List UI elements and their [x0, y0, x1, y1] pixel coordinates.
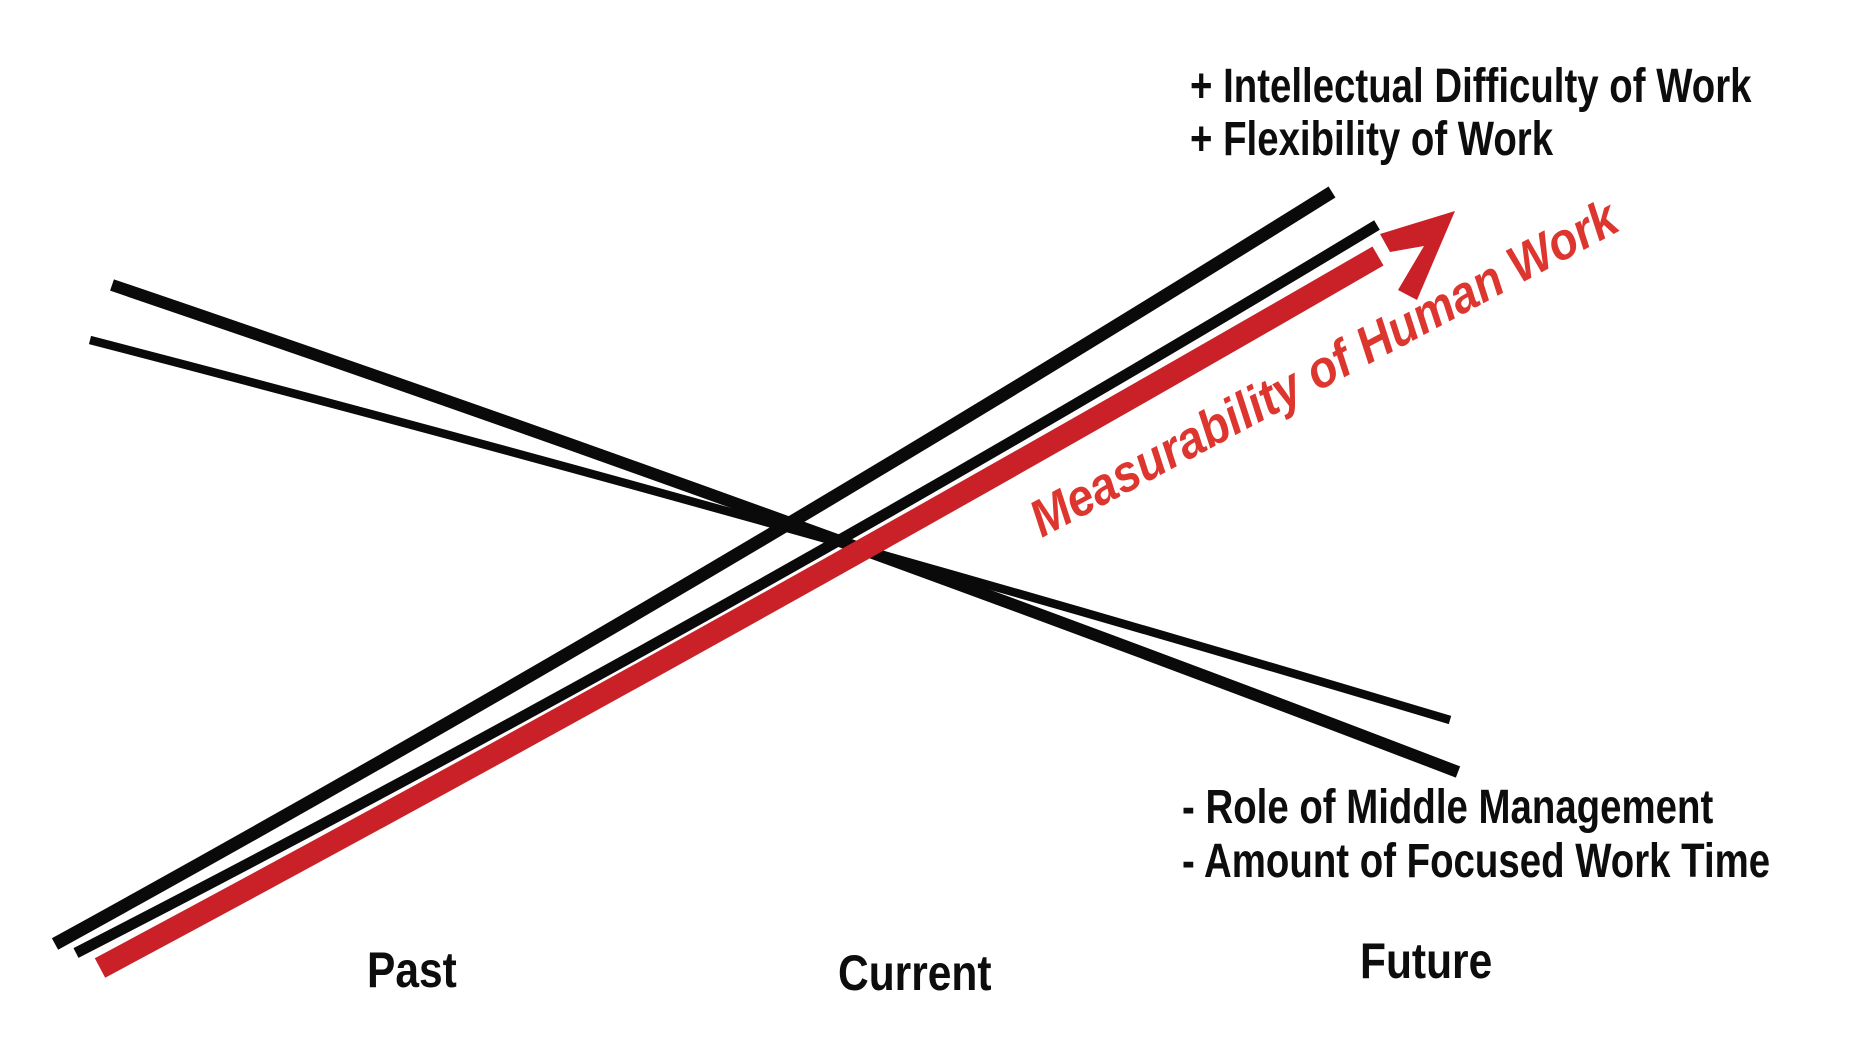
bottom-annotation-line1: - Role of Middle Management — [1182, 781, 1714, 834]
measurability-arrow-head-icon — [1380, 211, 1455, 300]
rising-line-intellectual-difficulty — [51, 186, 1336, 950]
axis-label-current: Current — [838, 945, 992, 1001]
bottom-annotation: - Role of Middle Management - Amount of … — [1182, 781, 1770, 889]
falling-line-focused-work-time — [88, 335, 1452, 725]
axis-label-past: Past — [367, 942, 457, 998]
top-annotation-line1: + Intellectual Difficulty of Work — [1190, 60, 1752, 113]
bottom-annotation-line2: - Amount of Focused Work Time — [1182, 835, 1771, 888]
measurability-arrow-shaft — [94, 246, 1384, 978]
top-annotation: + Intellectual Difficulty of Work + Flex… — [1190, 60, 1752, 166]
falling-line-middle-management — [110, 279, 1461, 778]
rising-line-flexibility — [73, 220, 1380, 958]
top-annotation-line2: + Flexibility of Work — [1190, 113, 1554, 166]
axis-label-future: Future — [1360, 933, 1493, 989]
